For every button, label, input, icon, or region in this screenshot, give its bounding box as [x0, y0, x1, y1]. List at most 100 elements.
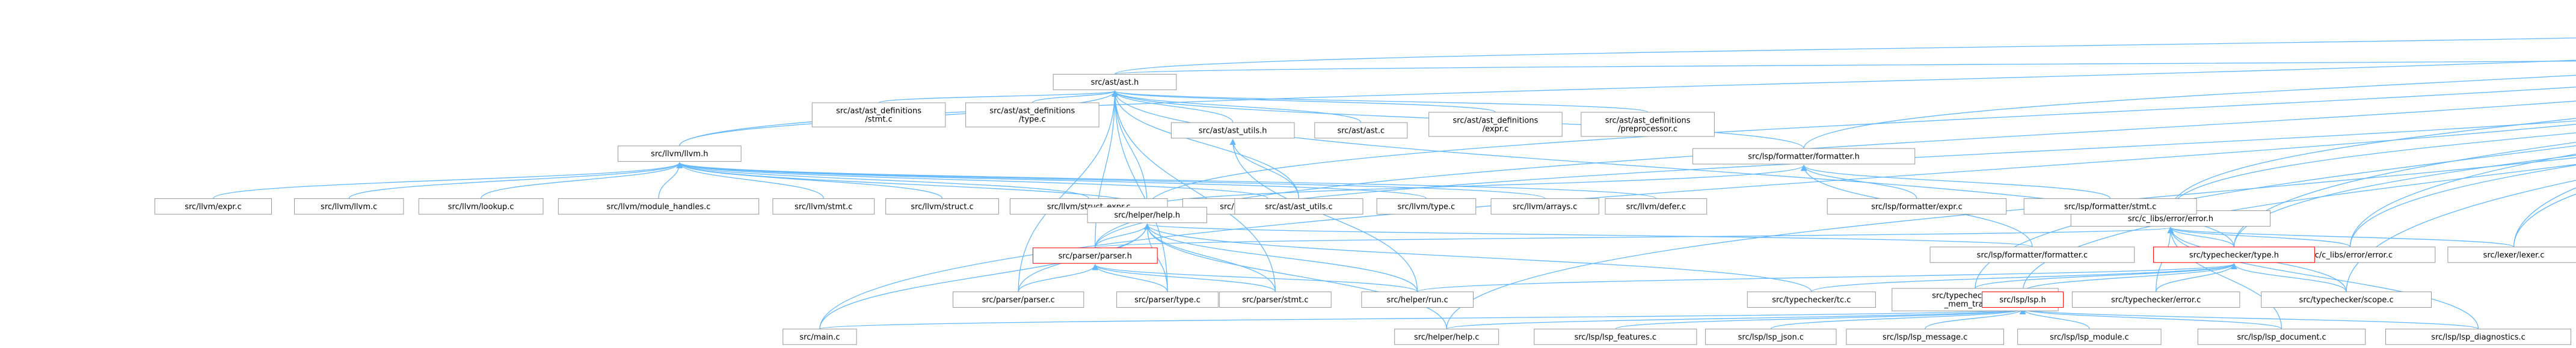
- node-type-c[interactable]: src/ast/ast_definitions/type.c: [965, 102, 1099, 127]
- edge-preproc_c-to-ast_h: [1111, 90, 1649, 113]
- node-box: [617, 145, 742, 162]
- node-box: [1929, 246, 2135, 263]
- node-label: src/ast/ast_definitions: [1605, 116, 1691, 125]
- node-label: src/helper/run.c: [1387, 296, 1448, 305]
- node-label: src/typechecker/type.h: [2189, 251, 2279, 260]
- node-label: src/ast/ast_definitions: [1453, 116, 1539, 125]
- node-lsp-features-c[interactable]: src/lsp/lsp_features.c: [1534, 328, 1697, 345]
- node-llvm-expr-c[interactable]: src/llvm/expr.c: [154, 198, 272, 215]
- node-ast-utils-h[interactable]: src/ast/ast_utils.h: [1170, 122, 1295, 139]
- node-llvm-stmt-c[interactable]: src/llvm/stmt.c: [772, 198, 875, 215]
- edge-lsp_message_c-to-lsp_h: [1925, 308, 2026, 329]
- node-label: src/parser/parser.h: [1059, 252, 1132, 261]
- edges-layer: [212, 37, 2576, 329]
- node-llvm-llvm-c[interactable]: src/llvm/llvm.c: [294, 198, 404, 215]
- node-label: src/main.c: [799, 333, 840, 342]
- node-label: src/lsp/lsp.h: [1999, 296, 2046, 305]
- node-box: [2071, 292, 2240, 308]
- node-box: [2017, 328, 2162, 345]
- node-box: [1827, 198, 2007, 215]
- node-formatter-h[interactable]: src/lsp/formatter/formatter.h: [1692, 148, 1916, 165]
- node-ast-c[interactable]: src/ast/ast.c: [1314, 122, 1408, 139]
- node-label: src/lsp/formatter/stmt.c: [2064, 203, 2156, 212]
- node-stmt-c[interactable]: src/ast/ast_definitions/stmt.c: [811, 102, 946, 127]
- node-run-c[interactable]: src/helper/run.c: [1361, 292, 1474, 308]
- node-llvm-modh-c[interactable]: src/llvm/module_handles.c: [558, 198, 760, 215]
- node-label: src/parser/parser.c: [982, 296, 1055, 305]
- node-ast-h[interactable]: src/ast/ast.h: [1053, 74, 1177, 90]
- node-help-c[interactable]: src/helper/help.c: [1394, 328, 1499, 345]
- node-llvm-struct-c[interactable]: src/llvm/struct.c: [885, 198, 999, 215]
- node-main-c[interactable]: src/main.c: [782, 328, 857, 345]
- node-llvm-type-c[interactable]: src/llvm/type.c: [1376, 198, 1477, 215]
- edge-typechecker_h-to-error_h: [2167, 227, 2235, 248]
- edge-llvm_type_c-to-llvm_h: [677, 162, 1427, 200]
- edge-formatter_h-to-memory_h: [1803, 75, 2576, 149]
- node-llvm-lookup-c[interactable]: src/llvm/lookup.c: [418, 198, 544, 215]
- nodes-layer: src/c_libs/memory/memory.hsrc/lexer/lexe…: [154, 74, 2576, 345]
- node-box: [2447, 246, 2576, 263]
- edge-error_c-to-memory_h: [2349, 153, 2576, 247]
- edge-llvm_structhelp_c-to-llvm_h: [676, 162, 1268, 200]
- node-expr-c[interactable]: src/ast/ast_definitions/expr.c: [1428, 112, 1563, 137]
- node-tc-c[interactable]: src/typechecker/tc.c: [1747, 292, 1876, 308]
- edge-fmt_expr_c-to-formatter_h: [1801, 164, 1917, 199]
- edge-error_h-to-lexer_h: [2170, 132, 2576, 211]
- edge-main_c-to-memory_h: [819, 124, 2576, 329]
- edge-help_c-to-lsp_h: [1446, 308, 2026, 329]
- edge-ast_utils_c-to-ast_h: [1111, 90, 1300, 199]
- node-llvm-defer-c[interactable]: src/llvm/defer.c: [1605, 198, 1708, 215]
- edge-parser_c-to-ast_h: [1018, 90, 1118, 292]
- node-lsp-h[interactable]: src/lsp/lsp.h: [1982, 292, 2064, 308]
- edge-main_c-to-lsp_h: [819, 308, 2026, 329]
- node-scope-c[interactable]: src/typechecker/scope.c: [2261, 292, 2432, 308]
- node-label: src/llvm/stmt.c: [795, 203, 852, 212]
- edge-llvm_stmt_c-to-llvm_h: [676, 162, 824, 199]
- node-lsp-json-c[interactable]: src/lsp/lsp_json.c: [1705, 328, 1837, 345]
- edge-error_h-to-memory_h: [2170, 118, 2576, 211]
- node-box: [1170, 122, 1295, 139]
- node-label: /stmt.c: [865, 115, 892, 124]
- node-label: src/lsp/lsp_json.c: [1738, 333, 1804, 342]
- node-label: src/ast/ast_utils.c: [1265, 203, 1333, 212]
- node-parser-stmt-c[interactable]: src/parser/stmt.c: [1219, 292, 1332, 308]
- edge-run_c-to-typechecker_h: [1417, 263, 2237, 293]
- node-ast-utils-c[interactable]: src/ast/ast_utils.c: [1234, 198, 1363, 215]
- node-label: src/llvm/llvm.h: [651, 150, 708, 159]
- node-parser-type-c[interactable]: src/parser/type.c: [1116, 292, 1219, 308]
- edge-llvm_lookup_c-to-llvm_h: [480, 162, 683, 199]
- node-lsp-diagnostics-c[interactable]: src/lsp/lsp_diagnostics.c: [2385, 328, 2572, 345]
- node-label: src/llvm/type.c: [1398, 203, 1456, 212]
- node-tc-error-c[interactable]: src/typechecker/error.c: [2071, 292, 2240, 308]
- node-fmt-expr-c[interactable]: src/lsp/formatter/expr.c: [1827, 198, 2007, 215]
- node-lsp-document-c[interactable]: src/lsp/lsp_document.c: [2197, 328, 2366, 345]
- node-label: src/ast/ast_definitions: [989, 107, 1075, 116]
- node-llvm-h[interactable]: src/llvm/llvm.h: [617, 145, 742, 162]
- node-fmt-formatter-c[interactable]: src/lsp/formatter/formatter.c: [1929, 246, 2135, 263]
- edge-fmt_stmt_c-to-formatter_h: [1801, 164, 2111, 199]
- node-lexer-c[interactable]: src/lexer/lexer.c: [2447, 246, 2576, 263]
- edge-run_c-to-parser_h: [1092, 264, 1418, 293]
- node-label: src/ast/ast.c: [1337, 126, 1385, 135]
- edge-lsp_document_c-to-error_h: [2167, 227, 2282, 329]
- node-parser-h[interactable]: src/parser/parser.h: [1032, 247, 1158, 264]
- node-box: [2197, 328, 2366, 345]
- node-label: src/c_libs/error/error.c: [2308, 251, 2393, 260]
- edge-lsp_features_c-to-lsp_h: [1615, 308, 2026, 329]
- edge-lsp_json_c-to-lsp_h: [1770, 308, 2026, 329]
- edge-help_c-to-help_h: [1144, 223, 1447, 329]
- node-parser-c[interactable]: src/parser/parser.c: [952, 292, 1084, 308]
- edge-fmt_formatter_c-to-help_h: [1144, 223, 2033, 248]
- node-label: /type.c: [1019, 115, 1046, 124]
- node-llvm-arrays-c[interactable]: src/llvm/arrays.c: [1490, 198, 1599, 215]
- node-fmt-stmt-c[interactable]: src/lsp/formatter/stmt.c: [2023, 198, 2197, 215]
- node-label: src/llvm/lookup.c: [448, 203, 514, 212]
- node-typechecker-h[interactable]: src/typechecker/type.h: [2153, 246, 2315, 263]
- node-lsp-module-c[interactable]: src/lsp/lsp_module.c: [2017, 328, 2162, 345]
- edge-static_mem_c-to-typechecker_h: [1975, 263, 2237, 289]
- node-box: [1376, 198, 1477, 215]
- node-lsp-message-c[interactable]: src/lsp/lsp_message.c: [1846, 328, 2004, 345]
- node-preproc-c[interactable]: src/ast/ast_definitions/preprocessor.c: [1581, 112, 1715, 137]
- node-help-h[interactable]: src/helper/help.h: [1087, 207, 1207, 224]
